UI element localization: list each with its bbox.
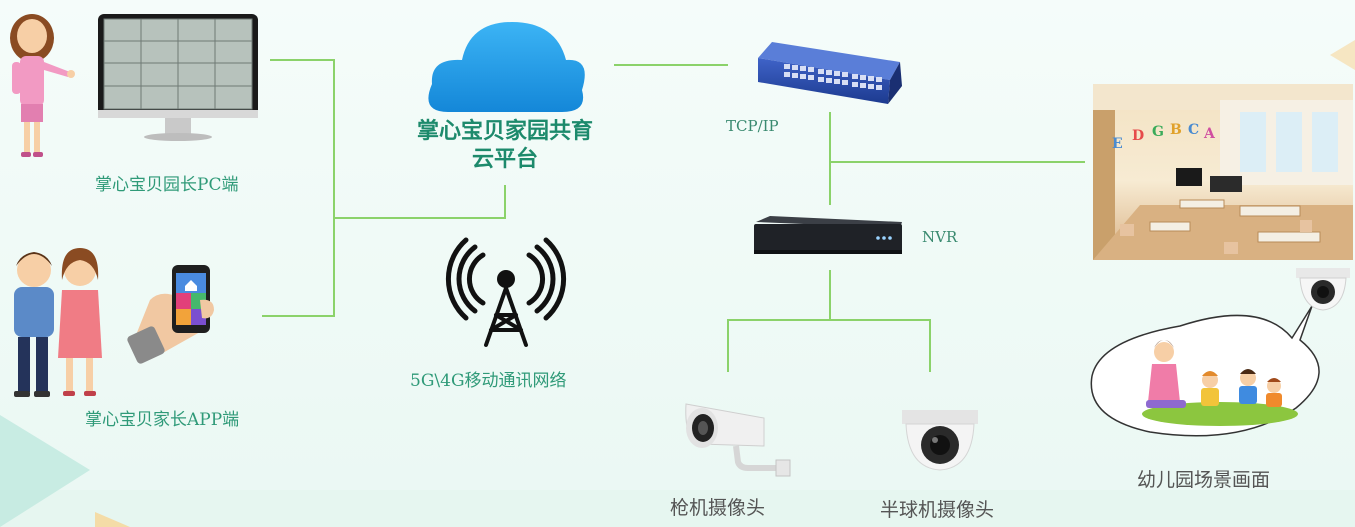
connection-lines <box>262 59 1085 372</box>
mobile-network-label: 5G\4G移动通讯网络 <box>410 371 567 391</box>
pc-monitor-icon <box>98 14 258 141</box>
svg-text:E: E <box>1112 136 1123 152</box>
svg-text:B: B <box>1170 122 1182 138</box>
dome-camera-icon <box>902 410 978 471</box>
parent-app-label: 掌心宝贝家长APP端 <box>85 410 240 430</box>
cloud-platform-title: 掌心宝贝家园共育 云平台 <box>380 118 630 174</box>
nvr-device-icon <box>754 216 902 254</box>
dome-camera-label: 半球机摄像头 <box>880 499 995 521</box>
svg-text:A: A <box>1203 126 1216 142</box>
network-switch-icon <box>758 42 902 104</box>
decor-triangle-yellow <box>95 512 130 527</box>
nvr-label: NVR <box>922 228 958 246</box>
bullet-camera-label: 枪机摄像头 <box>670 497 766 519</box>
svg-text:C: C <box>1188 122 1199 138</box>
svg-text:G: G <box>1152 124 1164 140</box>
kids-scene-icon <box>1090 305 1320 437</box>
bullet-camera-icon <box>685 403 791 477</box>
phone-in-hand-icon <box>127 265 214 364</box>
cloud-title-line2: 云平台 <box>471 147 538 172</box>
cloud-icon <box>428 22 585 112</box>
kindergarten-scene-label: 幼儿园场景画面 <box>1137 469 1271 491</box>
tcpip-label: TCP/IP <box>726 117 779 135</box>
principal-pc-label: 掌心宝贝园长PC端 <box>95 175 239 195</box>
svg-text:D: D <box>1132 128 1144 144</box>
woman-icon <box>10 14 75 157</box>
scene-dome-camera-icon <box>1296 268 1350 311</box>
couple-icon <box>14 248 102 397</box>
decor-triangle-teal <box>0 415 90 527</box>
background-bottom-band <box>0 490 1355 527</box>
antenna-tower-icon <box>445 237 567 347</box>
decor-triangle-right <box>1330 40 1355 70</box>
cloud-title-line1: 掌心宝贝家园共育 <box>416 119 593 144</box>
